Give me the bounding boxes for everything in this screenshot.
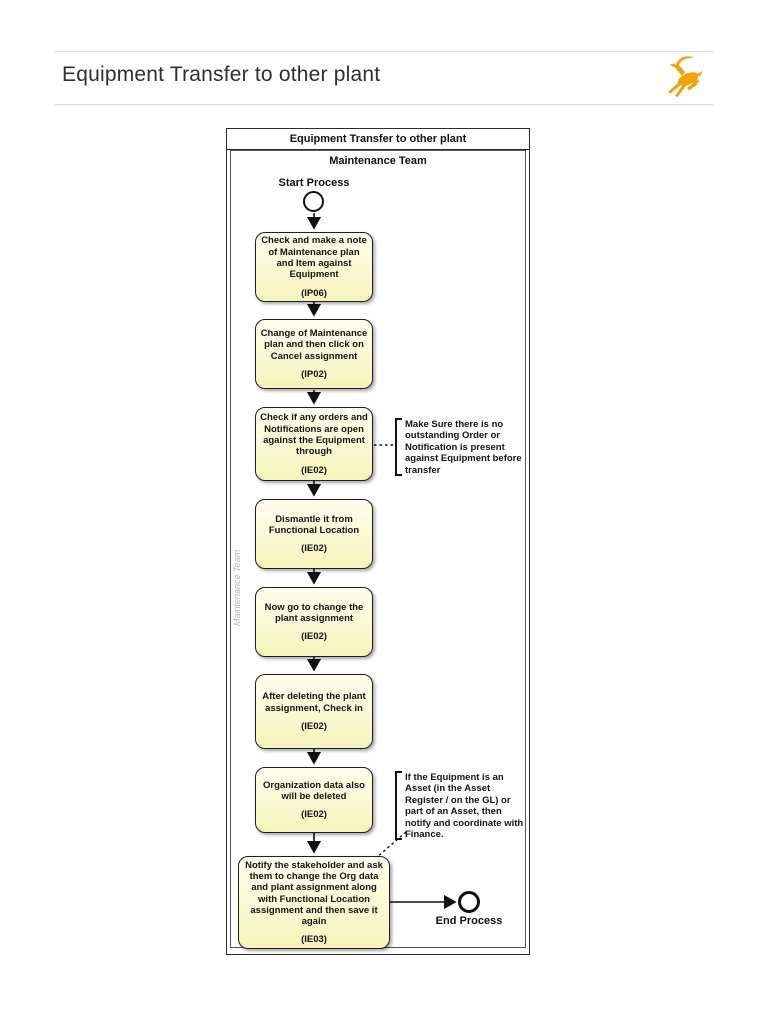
- activity-code: (IE02): [301, 631, 327, 643]
- antelope-logo-icon: [668, 56, 703, 97]
- end-node: [458, 891, 480, 913]
- activity-code: (IE03): [301, 934, 327, 946]
- activity-check-open-orders: Check if any orders and Notifications ar…: [255, 407, 373, 481]
- activity-check-maintenance-plan: Check and make a note of Maintenance pla…: [255, 232, 373, 302]
- activity-dismantle-functional-location: Dismantle it from Functional Location (I…: [255, 499, 373, 569]
- activity-text: Now go to change the plant assignment: [264, 601, 364, 624]
- note-text: If the Equipment is an Asset (in the Ass…: [405, 772, 524, 841]
- flow-connectors: [306, 213, 457, 910]
- activity-text: Dismantle it from Functional Location: [268, 513, 360, 536]
- activity-text: Change of Maintenance plan and then clic…: [260, 328, 368, 362]
- page-title: Equipment Transfer to other plant: [62, 63, 381, 86]
- note-text: Make Sure there is no outstanding Order …: [405, 419, 522, 476]
- activity-code: (IP06): [301, 287, 327, 299]
- swimlane-title: Maintenance Team: [329, 155, 427, 167]
- activity-code: (IE02): [301, 809, 327, 821]
- note-outstanding-orders: Make Sure there is no outstanding Order …: [395, 418, 529, 477]
- activity-check-in: After deleting the plant assignment, Che…: [255, 674, 373, 749]
- activity-code: (IP02): [301, 368, 327, 380]
- start-process-label: Start Process: [278, 177, 350, 189]
- diagram-title: Equipment Transfer to other plant: [227, 129, 529, 150]
- activity-code: (IE02): [301, 464, 327, 476]
- activity-org-data-deleted: Organization data also will be deleted (…: [255, 767, 373, 833]
- note-bracket-icon: [395, 771, 402, 841]
- activity-text: Check if any orders and Notifications ar…: [260, 412, 368, 458]
- header-divider-top: [55, 51, 713, 52]
- note-bracket-icon: [395, 418, 402, 477]
- activity-text: After deleting the plant assignment, Che…: [262, 691, 366, 714]
- activity-text: Check and make a note of Maintenance pla…: [261, 235, 367, 281]
- activity-text: Organization data also will be deleted: [263, 779, 365, 802]
- activity-text: Notify the stakeholder and ask them to c…: [245, 859, 383, 928]
- header-divider-bottom: [55, 104, 713, 105]
- activity-code: (IE02): [301, 720, 327, 732]
- start-node: [303, 191, 324, 212]
- activity-code: (IE02): [301, 543, 327, 555]
- activity-notify-stakeholder: Notify the stakeholder and ask them to c…: [238, 856, 390, 949]
- activity-change-plant-assignment: Now go to change the plant assignment (I…: [255, 587, 373, 657]
- note-asset-finance: If the Equipment is an Asset (in the Ass…: [395, 771, 525, 841]
- activity-change-maintenance-plan: Change of Maintenance plan and then clic…: [255, 319, 373, 389]
- end-process-label: End Process: [435, 915, 503, 927]
- flowchart-frame: Equipment Transfer to other plant Mainte…: [226, 128, 530, 955]
